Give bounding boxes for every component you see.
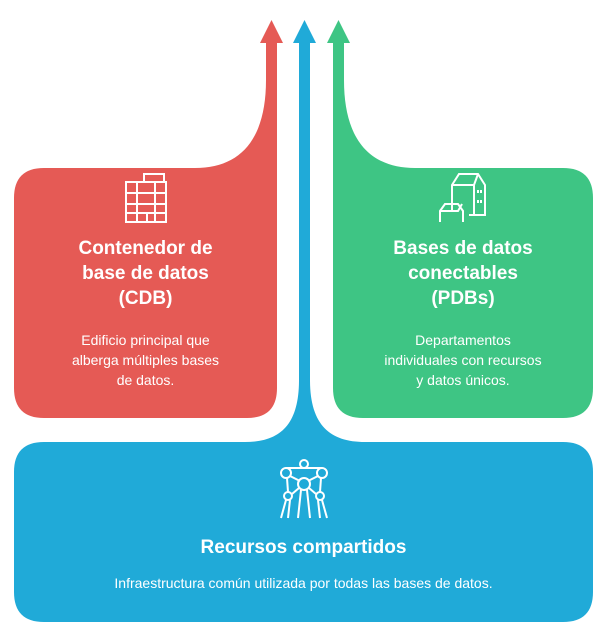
cdb-title-line: Contenedor de (78, 238, 213, 259)
atomium-structure-icon (280, 459, 328, 519)
cdb-title-line: (CDB) (118, 288, 173, 309)
pdb-description: Departamentos individuales con recursos … (333, 330, 593, 390)
shared-description: Infraestructura común utilizada por toda… (114, 575, 493, 591)
pdb-title-line: conectables (408, 263, 518, 284)
cdb-desc-line: Edificio principal que (81, 332, 210, 348)
pdb-desc-line: y datos únicos. (416, 372, 510, 388)
pdb-desc-line: individuales con recursos (384, 352, 542, 368)
cdb-title-line: base de datos (82, 263, 209, 284)
shared-title: Recursos compartidos (200, 537, 407, 558)
office-building-icon (125, 173, 167, 223)
pdb-title-line: (PDBs) (431, 288, 495, 309)
pdb-shape (333, 43, 593, 418)
cdb-arrowhead (260, 20, 283, 43)
houses-buildings-icon (439, 173, 486, 222)
pdb-title-line: Bases de datos (393, 238, 533, 259)
cdb-title: Contenedor de base de datos (CDB) (14, 236, 277, 311)
cdb-desc-line: alberga múltiples bases (71, 352, 220, 368)
pdb-desc-line: Departamentos (415, 332, 511, 348)
cdb-description: Edificio principal que alberga múltiples… (14, 330, 277, 390)
shared-arrowhead (293, 20, 316, 43)
pdb-title: Bases de datos conectables (PDBs) (333, 236, 593, 311)
cdb-desc-line: de datos. (116, 372, 175, 388)
cdb-shape (14, 43, 277, 418)
pdb-arrowhead (327, 20, 350, 43)
shared-shape (14, 43, 593, 622)
